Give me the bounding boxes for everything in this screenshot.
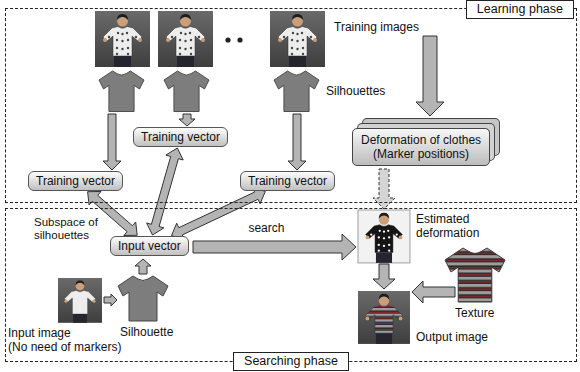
box-text: Training vector: [141, 130, 220, 144]
ellipse-shape: [21, 109, 364, 271]
vector-box: Training vector: [133, 127, 228, 147]
figure-label: Silhouettes: [326, 84, 385, 98]
photo-background: [358, 210, 410, 263]
block-arrow: [103, 114, 121, 170]
edge-label: search: [248, 221, 284, 235]
person-figure: [166, 14, 205, 67]
input-photo: [58, 278, 102, 323]
person-figure: [366, 213, 403, 263]
deformation-box: Deformation of clothes(Marker positions): [352, 128, 490, 166]
figure-label: Silhouette: [120, 325, 173, 339]
box-text: Input vector: [118, 239, 181, 253]
block-arrow: [288, 114, 306, 170]
photo-background: [270, 11, 325, 67]
block-arrow: [104, 294, 117, 306]
double-arrow: [88, 192, 138, 236]
person-figure: [64, 280, 95, 322]
photo-background: [58, 278, 102, 323]
dashed-arrow: [373, 169, 395, 209]
person-figure: [366, 294, 403, 344]
phase-region: Searching phase: [5, 208, 577, 362]
phase-title: Searching phase: [233, 352, 349, 371]
block-arrow: [179, 114, 195, 126]
silhouette-shirt: [274, 71, 319, 112]
person-figure: [103, 14, 142, 67]
box-text: Training vector: [36, 174, 115, 188]
block-arrow: [412, 281, 455, 303]
block-arrow: [373, 264, 395, 289]
figure-label: Estimated deformation: [416, 212, 504, 240]
estimated-photo: [358, 210, 410, 263]
figure-label: Input image: [8, 326, 71, 340]
box-text: Training vector: [248, 174, 327, 188]
photo-background: [358, 291, 410, 344]
ellipsis-dot: [225, 37, 230, 42]
figure-label: (No need of markers): [8, 340, 121, 354]
photo-background: [158, 11, 213, 67]
figure-label: Training images: [334, 20, 419, 34]
training-photo: [95, 11, 150, 67]
box-text: Deformation of clothes: [361, 133, 481, 147]
block-arrow: [416, 36, 444, 116]
vector-box: Training vector: [240, 171, 335, 191]
figure-label: Texture: [455, 306, 494, 320]
photo-background: [95, 11, 150, 67]
block-arrow: [135, 259, 151, 274]
region-label: Subspace of silhouettes: [34, 216, 106, 242]
block-arrow: [193, 234, 356, 260]
vector-box: Input vector: [110, 236, 189, 256]
subspace-ellipse: Subspace of silhouettesTraining vectorTr…: [20, 108, 365, 272]
figure-label: Output image: [416, 330, 488, 344]
double-arrow: [147, 148, 184, 235]
silhouette-shirt: [164, 71, 209, 112]
phase-title: Learning phase: [466, 0, 574, 19]
output-photo: [358, 291, 410, 344]
training-photo: [158, 11, 213, 67]
person-figure: [278, 14, 317, 67]
silhouette-shirt: [118, 276, 168, 321]
ellipsis-dot: [237, 37, 242, 42]
vector-box: Training vector: [28, 171, 123, 191]
silhouette-shirt: [99, 71, 144, 112]
training-photo: [270, 11, 325, 67]
box-text: (Marker positions): [361, 147, 481, 161]
